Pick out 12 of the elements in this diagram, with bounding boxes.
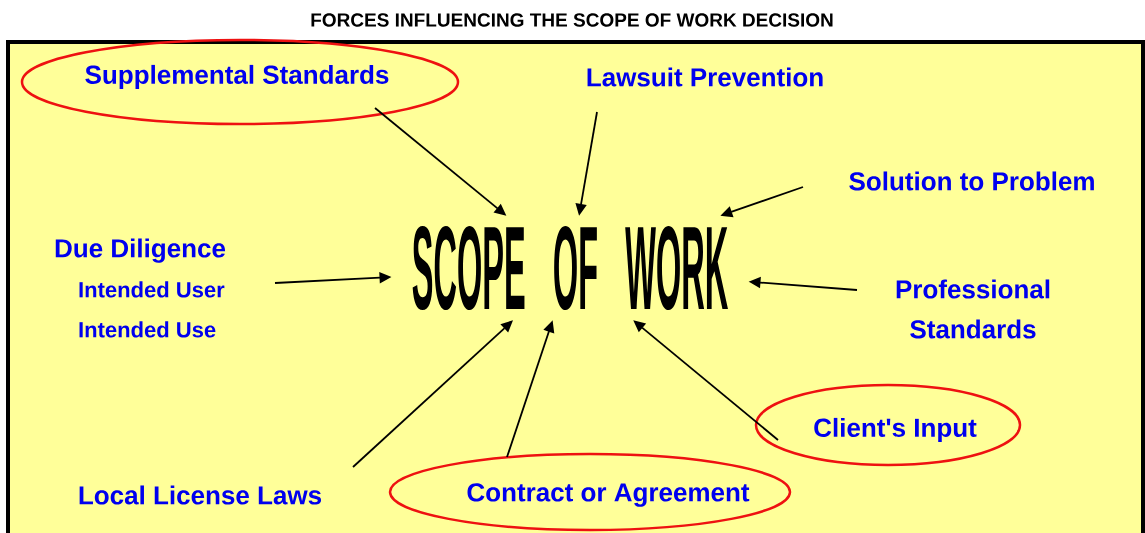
arrow bbox=[633, 320, 779, 441]
force-label: Local License Laws bbox=[79, 485, 322, 505]
force-label: Due Diligence Intended User Intended Use bbox=[55, 238, 226, 338]
title: FORCES INFLUENCING THE SCOPE OF WORK DECISION bbox=[311, 13, 833, 27]
force-label: Supplemental Standards bbox=[85, 64, 389, 90]
force-label: Solution to Problem bbox=[849, 171, 1094, 191]
force-label: Contract or Agreement bbox=[467, 483, 750, 507]
force-label: Lawsuit Prevention bbox=[587, 67, 823, 87]
force-label: Client's Input bbox=[814, 417, 977, 443]
headline-text: SCOPE OF WORK bbox=[412, 225, 728, 311]
arrow bbox=[352, 320, 513, 468]
force-label: Professional Standards bbox=[896, 279, 1050, 339]
